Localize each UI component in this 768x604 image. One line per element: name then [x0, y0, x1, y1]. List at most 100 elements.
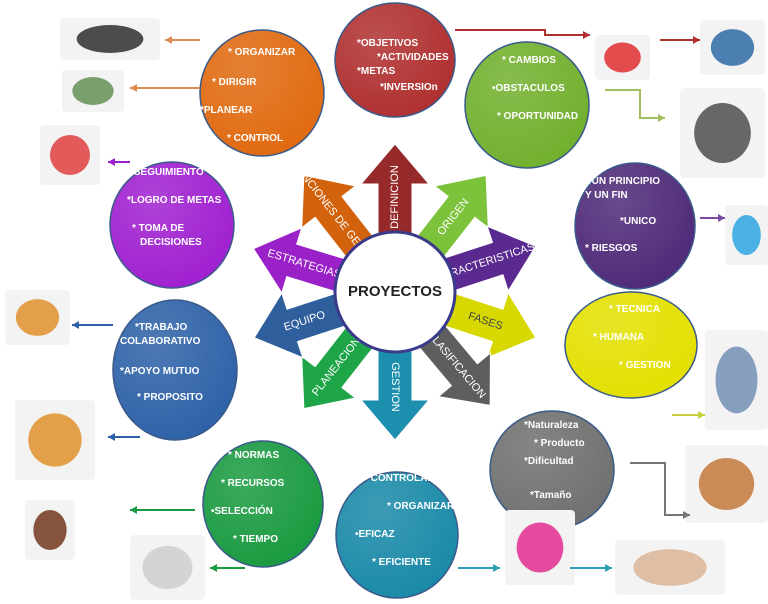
center-circle — [333, 230, 457, 354]
connector-arrows — [72, 29, 725, 572]
pointer-hand-image — [60, 18, 160, 60]
arrow-label-gestion: GESTION — [389, 362, 401, 412]
branch-circle — [109, 161, 235, 289]
branch-item: * TOMA DE — [132, 223, 185, 234]
branch-circle — [335, 471, 459, 599]
branch-item: Y UN FIN — [585, 190, 628, 201]
checkmark-person-image — [505, 510, 575, 585]
arrow-label-definicion: DEFINICION — [389, 165, 401, 229]
arrow-definicion: DEFINICION — [359, 143, 431, 253]
branch-item: * OPORTUNIDAD — [497, 111, 578, 122]
connector-arrow — [210, 564, 245, 572]
tree-image — [25, 500, 75, 560]
branch-items-gestion: * CONTROLAR * ORGANIZAR •EFICAZ * EFICIENTE — [355, 473, 455, 568]
branch-items-estrategias: *SEGUIMIENTO*LOGRO DE METAS* TOMA DEDECI… — [127, 167, 222, 248]
connector-arrow — [130, 84, 200, 92]
branch-item: * TIEMPO — [233, 534, 278, 545]
branch-item: •EFICAZ — [355, 529, 395, 540]
branch-item: *Dificultad — [524, 456, 573, 467]
branch-item: * DIRIGIR — [212, 77, 257, 88]
branch-items-clasificacion: *Naturaleza * Producto *Dificultad *Tamaño — [524, 420, 585, 501]
branch-planeacion — [202, 440, 324, 568]
arrow-gestion: GESTION — [359, 331, 431, 441]
branch-item: *PLANEAR — [200, 105, 253, 116]
branch-items-fases: * TECNICA* HUMANA* GESTION — [593, 304, 671, 371]
branch-item: * ORGANIZAR — [228, 47, 296, 58]
illustrations — [5, 18, 768, 600]
branch-item: *APOYO MUTUO — [120, 366, 200, 377]
businessman-desk-image — [62, 70, 124, 112]
branch-fases — [564, 291, 698, 399]
branch-item: * CAMBIOS — [502, 55, 556, 66]
branch-items-caracteristicas: * UN PRINCIPIO Y UN FIN *UNICO * RIESGOS — [585, 176, 660, 254]
branch-items-definicion: *OBJETIVOS *ACTIVIDADES *METAS *INVERSIOn — [357, 38, 449, 93]
branch-circle — [202, 440, 324, 568]
branch-circle — [334, 2, 456, 118]
branch-item: *ACTIVIDADES — [377, 52, 449, 63]
connector-arrow — [455, 29, 590, 39]
face-mosaic-image — [705, 330, 768, 430]
spiral-clock-image — [130, 535, 205, 600]
growth-chart-image — [40, 125, 100, 185]
branch-item: •OBSTACULOS — [492, 83, 565, 94]
branch-definicion — [334, 2, 456, 118]
connector-arrow — [570, 564, 612, 572]
branch-item: *METAS — [357, 66, 395, 77]
branch-item: * ORGANIZAR — [387, 501, 455, 512]
branch-texts: * ORGANIZAR * DIRIGIR *PLANEAR * CONTROL *OB… — [120, 38, 671, 568]
branch-item: •SELECCIÓN — [211, 504, 273, 517]
branch-circle — [464, 41, 590, 169]
branch-items-funciones: * ORGANIZAR * DIRIGIR *PLANEAR * CONTROL — [200, 47, 296, 144]
branch-item: * CONTROLAR — [364, 473, 435, 484]
connector-arrow — [605, 89, 665, 122]
branch-item: * Producto — [534, 438, 585, 449]
branch-circle — [564, 291, 698, 399]
connector-arrow — [672, 411, 705, 419]
branch-estrategias — [109, 161, 235, 289]
branch-item: *Naturaleza — [524, 420, 579, 431]
connector-arrow — [108, 158, 130, 166]
branch-item: * RECURSOS — [221, 478, 285, 489]
branch-caracteristicas — [574, 162, 696, 290]
center-node: PROYECTOS — [333, 230, 457, 354]
branch-item: * RIESGOS — [585, 243, 638, 254]
money-head-image — [700, 20, 765, 75]
branch-gestion — [335, 471, 459, 599]
connector-arrow — [130, 506, 195, 514]
team-circle-image — [15, 400, 95, 480]
branch-item: * UN PRINCIPIO — [585, 176, 660, 187]
branch-circle — [199, 29, 325, 157]
branch-circle — [574, 162, 696, 290]
branch-item: * EFICIENTE — [372, 557, 431, 568]
branch-item: * TECNICA — [609, 304, 660, 315]
branch-circles — [109, 2, 698, 599]
branch-item: * CONTROL — [227, 133, 283, 144]
signpost-image — [680, 88, 765, 178]
connector-arrow — [108, 433, 140, 441]
center-title: PROYECTOS — [348, 283, 442, 300]
branch-item: *Tamaño — [530, 490, 572, 501]
race-car-image — [595, 35, 650, 80]
multitask-woman-image — [615, 540, 725, 595]
branch-item: *LOGRO DE METAS — [127, 195, 222, 206]
connector-arrow — [630, 462, 690, 519]
branch-item: *INVERSIOn — [380, 82, 438, 93]
team-puzzle-image — [5, 290, 70, 345]
branch-item: *UNICO — [620, 216, 656, 227]
branch-item: *OBJETIVOS — [357, 38, 418, 49]
connector-arrow — [72, 321, 113, 329]
connector-arrow — [458, 564, 500, 572]
branch-item: * NORMAS — [228, 450, 279, 461]
connector-arrow — [660, 36, 700, 44]
branch-origen — [464, 41, 590, 169]
branch-item: * PROPOSITO — [137, 392, 203, 403]
branch-item: *SEGUIMIENTO — [130, 167, 204, 178]
branch-items-planeacion: * NORMAS * RECURSOS •SELECCIÓN * TIEMPO — [211, 450, 285, 545]
connector-arrow — [700, 214, 725, 222]
branch-items-origen: * CAMBIOS •OBSTACULOS * OPORTUNIDAD — [492, 55, 578, 122]
connector-arrow — [165, 36, 200, 44]
vases-image — [685, 445, 768, 523]
branch-item: * GESTION — [619, 360, 671, 371]
